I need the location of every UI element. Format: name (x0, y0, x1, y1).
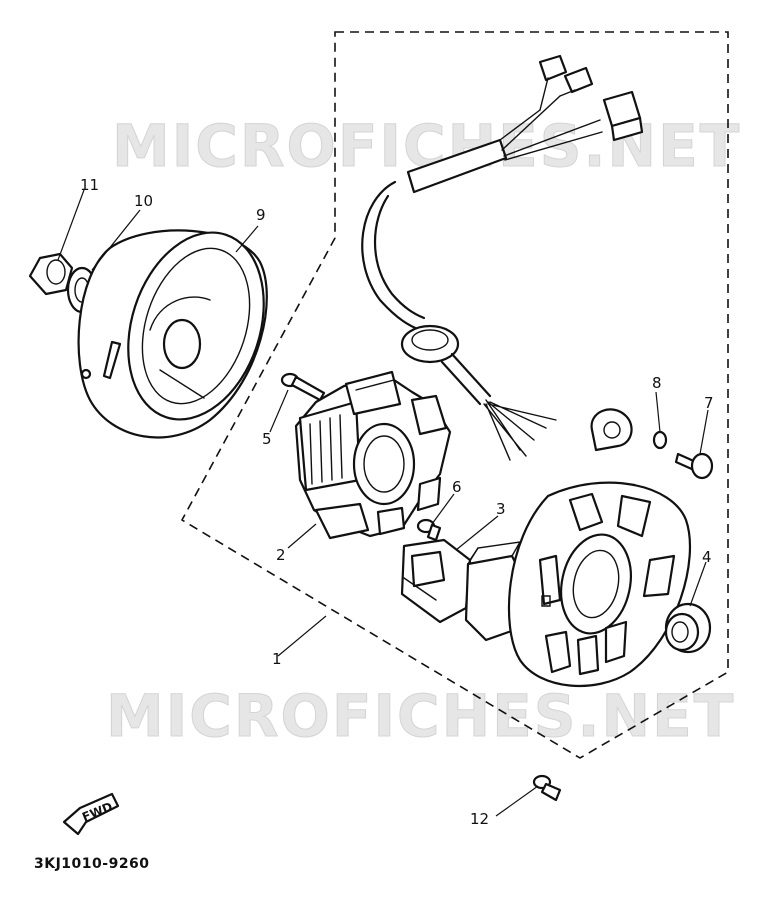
part-7-screw (674, 452, 714, 480)
part-2-stator-coil (294, 370, 452, 540)
callout-4: 4 (702, 548, 712, 566)
base-plate (507, 481, 692, 688)
assembly-boundary (180, 31, 729, 759)
callout-6: 6 (452, 478, 462, 496)
part-4-oil-seal (664, 602, 712, 654)
callout-8: 8 (652, 374, 662, 392)
callout-1: 1 (272, 650, 282, 668)
part-6-screw (416, 518, 442, 542)
callout-10: 10 (134, 192, 153, 210)
callout-9: 9 (256, 206, 266, 224)
part-12-screw (532, 774, 562, 802)
part-5-screw (280, 372, 326, 402)
callout-3: 3 (496, 500, 506, 518)
part-11-nut (28, 252, 74, 296)
callout-2: 2 (276, 546, 286, 564)
part-3-pickup-coil (400, 538, 524, 642)
callout-12: 12 (470, 810, 489, 828)
part-9-flywheel-rotor (77, 229, 268, 439)
wire-harness (361, 54, 644, 461)
callout-7: 7 (704, 394, 714, 412)
leader-lines (57, 189, 709, 817)
part-8-clamp (590, 408, 668, 452)
front-arrow-icon: FWD (62, 792, 120, 836)
callout-11: 11 (80, 176, 99, 194)
callout-5: 5 (262, 430, 272, 448)
watermark-bottom: MICROFICHES.NET (106, 682, 735, 750)
diagram-code: 3KJ1010-9260 (34, 856, 150, 872)
